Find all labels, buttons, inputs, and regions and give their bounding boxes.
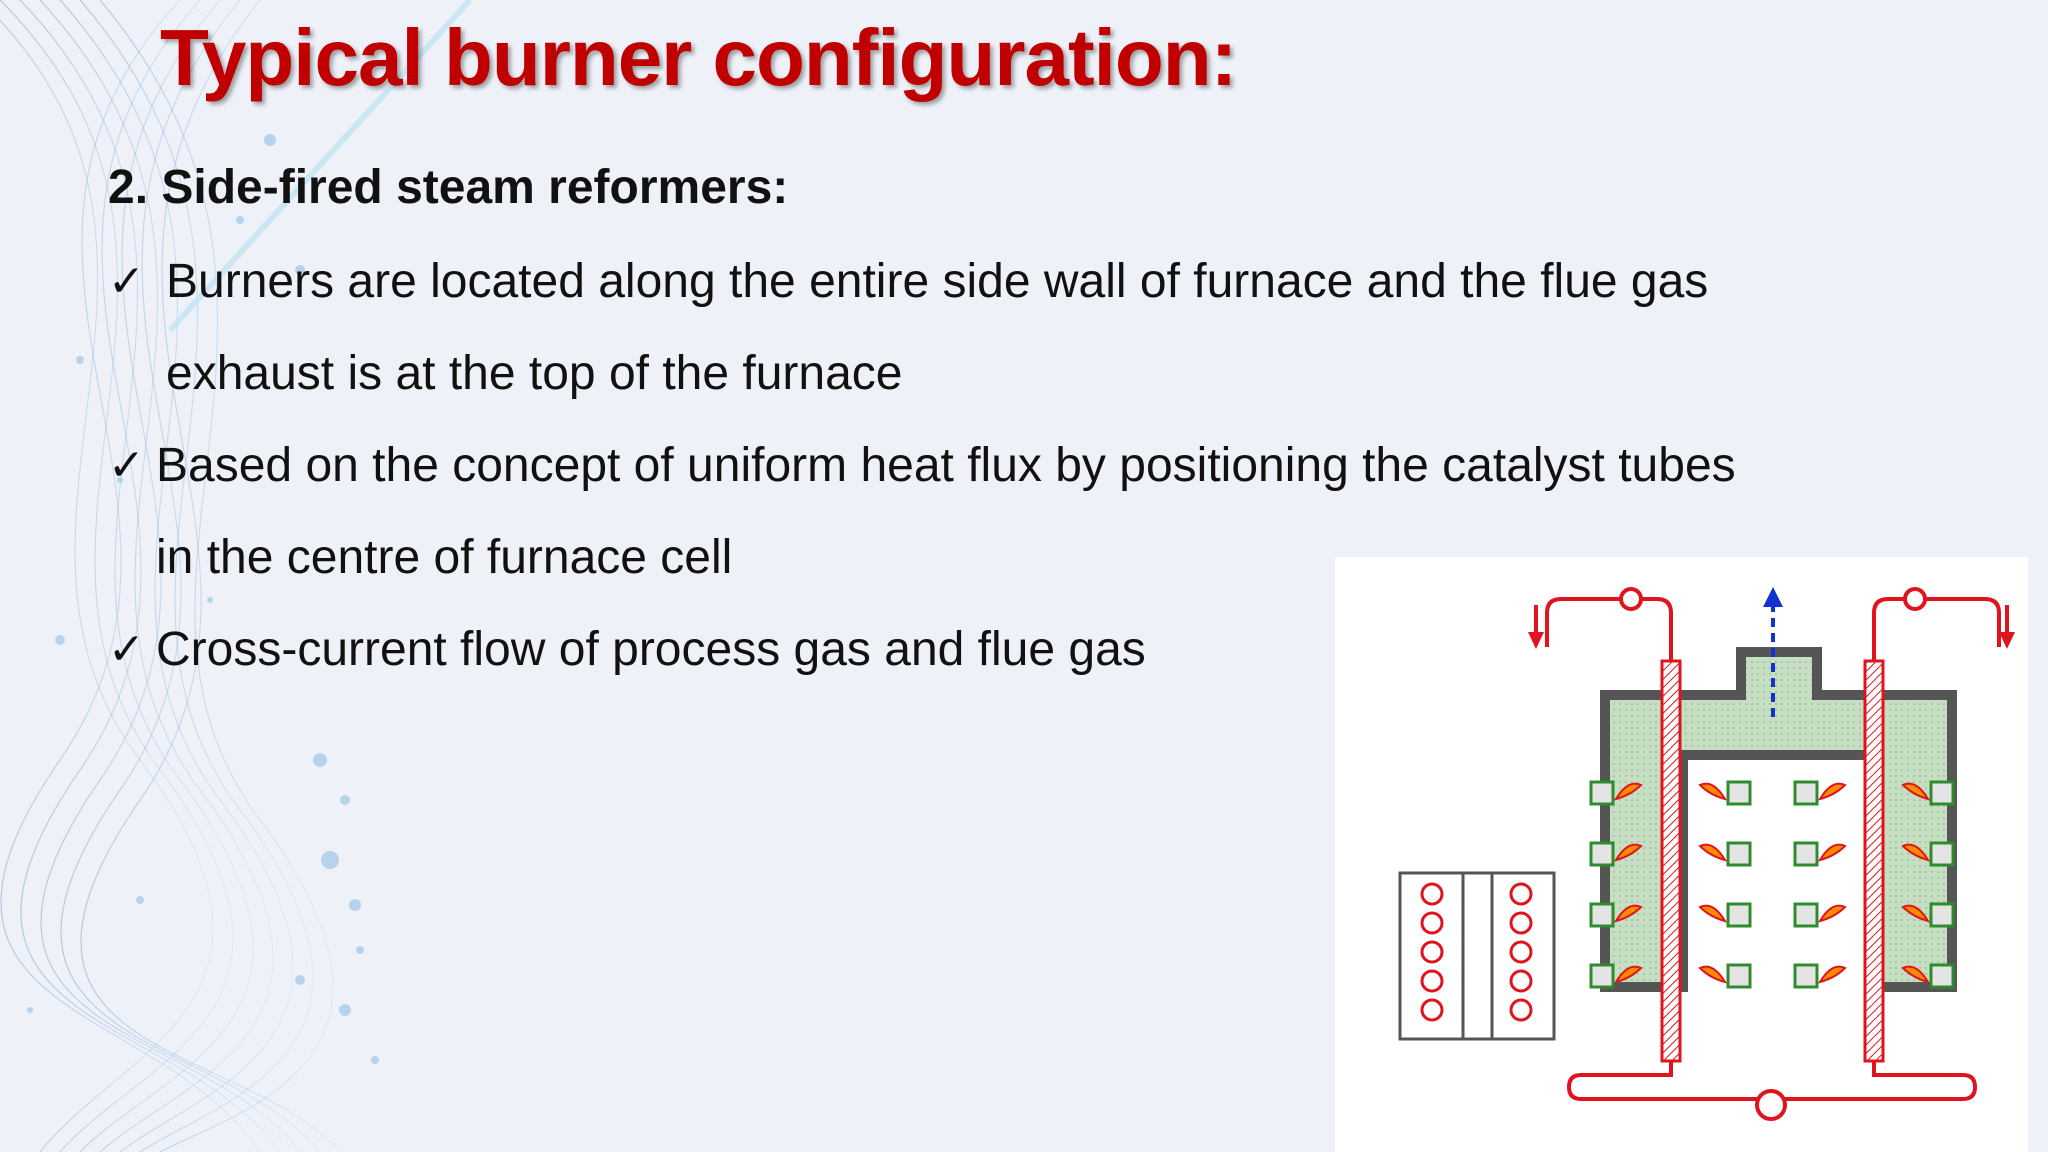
bullet-line: in the centre of furnace cell (156, 531, 733, 584)
burner (1793, 841, 1819, 867)
flame (1698, 904, 1728, 923)
flame (1613, 843, 1643, 862)
flame (1817, 843, 1847, 862)
catalyst-tube-right (1863, 659, 1885, 1063)
burner (1726, 780, 1752, 806)
tube-section (1420, 998, 1444, 1022)
flame (1613, 904, 1643, 923)
bullet-item-1: ✓ Burners are located along the entire s… (108, 236, 1708, 420)
catalyst-tube-left (1660, 659, 1682, 1063)
tube-section (1509, 998, 1533, 1022)
checkmark-icon: ✓ (108, 440, 145, 491)
flame (1817, 904, 1847, 923)
bullet-item-2: ✓ Based on the concept of uniform heat f… (108, 420, 1736, 604)
tube-section (1509, 969, 1533, 993)
inlet-arrow-right (1999, 632, 2015, 649)
tube-section (1420, 911, 1444, 935)
inlet-pipe-right (1872, 597, 2001, 661)
section-heading: 2. Side-fired steam reformers: (108, 161, 789, 214)
burner (1589, 841, 1615, 867)
checkmark-icon: ✓ (108, 624, 145, 675)
bullet-item-3: ✓ Cross-current flow of process gas and … (108, 604, 1146, 696)
flame (1698, 843, 1728, 862)
flame (1698, 782, 1728, 801)
burner (1793, 902, 1819, 928)
flame (1698, 965, 1728, 984)
burner (1929, 780, 1955, 806)
bullet-line: Cross-current flow of process gas and fl… (156, 623, 1146, 676)
flame (1613, 965, 1643, 984)
tube-section (1420, 882, 1444, 906)
burner (1929, 963, 1955, 989)
inlet-valve-right (1903, 587, 1927, 611)
tube-section (1509, 911, 1533, 935)
flame (1901, 843, 1931, 862)
tube-section (1420, 969, 1444, 993)
burner (1929, 902, 1955, 928)
inlet-arrow-left (1528, 632, 1544, 649)
burner (1793, 780, 1819, 806)
bullet-line: exhaust is at the top of the furnace (166, 347, 903, 400)
flame (1901, 965, 1931, 984)
burner (1589, 963, 1615, 989)
burner (1726, 902, 1752, 928)
burner (1589, 902, 1615, 928)
furnace-wall (1600, 647, 1957, 992)
side-fired-reformer-diagram (1398, 587, 2015, 1121)
top-view-inset (1398, 871, 1556, 1041)
inlet-valve-left (1619, 587, 1643, 611)
tube-section (1509, 882, 1533, 906)
tube-section (1509, 940, 1533, 964)
flame (1901, 782, 1931, 801)
flame (1817, 782, 1847, 801)
inlet-pipe-left (1545, 597, 1673, 661)
burner (1726, 963, 1752, 989)
tube-section (1420, 940, 1444, 964)
flame (1901, 904, 1931, 923)
bullet-line: Based on the concept of uniform heat flu… (156, 439, 1736, 492)
bullet-line: Burners are located along the entire sid… (166, 255, 1709, 308)
flue-gas-arrow-head (1763, 587, 1783, 607)
burner (1929, 841, 1955, 867)
flame (1817, 965, 1847, 984)
burner (1726, 841, 1752, 867)
outlet-valve (1755, 1089, 1787, 1121)
flame (1613, 782, 1643, 801)
burner (1589, 780, 1615, 806)
diagram-panel (1335, 557, 2028, 1152)
slide-title: Typical burner configuration: (160, 13, 1237, 102)
checkmark-icon: ✓ (108, 256, 145, 307)
burner (1793, 963, 1819, 989)
